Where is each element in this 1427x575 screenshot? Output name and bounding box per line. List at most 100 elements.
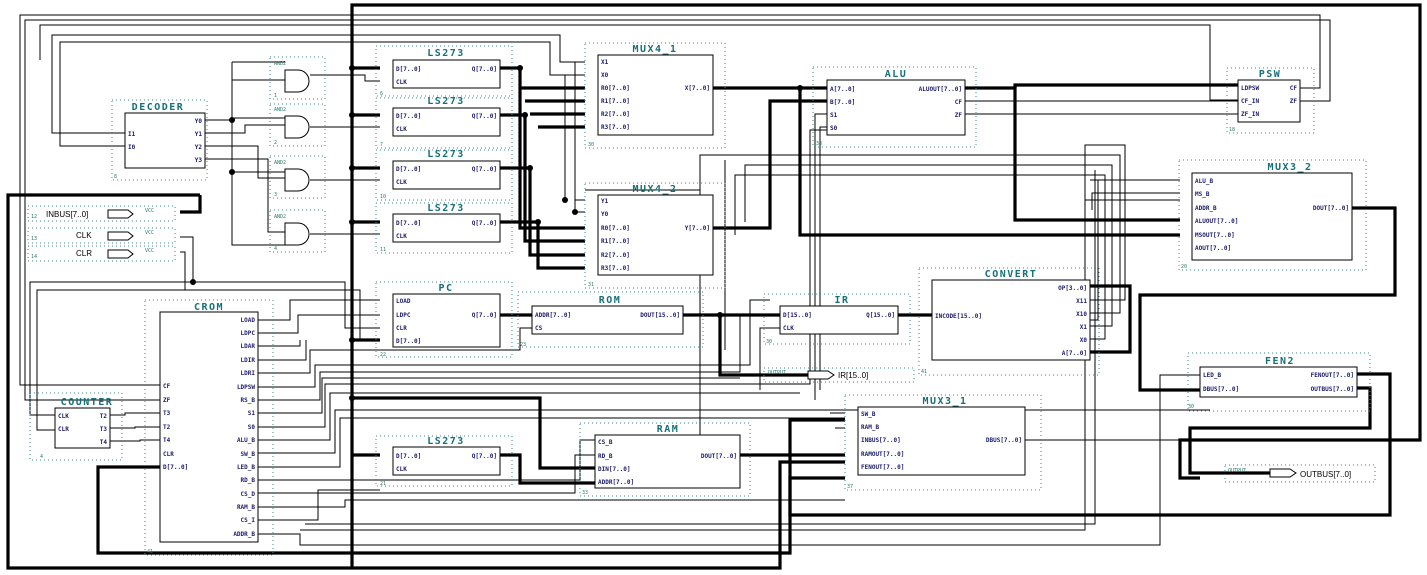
instance-number: 33	[816, 141, 822, 147]
pc-block[interactable]: PC LOAD LDPC CLR D[7..0] Q[7..0] 22	[380, 283, 501, 358]
psw-block[interactable]: PSW LDPSW CF_IN ZF_IN CF ZF 18	[1229, 69, 1301, 133]
pin-label: ALU_B	[1195, 178, 1213, 185]
pin-label: R3[7..0]	[601, 265, 630, 272]
gate-label: AND2	[274, 61, 286, 67]
ls273-register-e[interactable]: LS273 D[7..0] CLK Q[7..0] 21	[380, 436, 501, 487]
pin-label: LDPSW	[1241, 85, 1259, 92]
pin-label: RAMOUT[7..0]	[861, 451, 904, 458]
pin-label: T3	[100, 426, 108, 433]
pin-label: CLK	[396, 233, 407, 240]
pin-label: CF	[163, 383, 171, 390]
instance-number: 33	[582, 490, 588, 496]
output-pin-ir[interactable]: OUTPUT IR[15..0]	[768, 370, 868, 380]
pin-label: CS_I	[241, 517, 256, 524]
ls273-register-c[interactable]: LS273 D[7..0] CLK Q[7..0] 10	[380, 149, 501, 200]
instance-number: 4	[40, 454, 43, 460]
pin-label: ADDR_B	[233, 531, 255, 538]
pin-label: R2[7..0]	[601, 252, 630, 259]
pin-label: DBUS[7..0]	[986, 437, 1022, 444]
pin-label: T4	[163, 437, 171, 444]
input-label: CLR	[76, 249, 92, 258]
decoder-block[interactable]: DECODER I1 I0 Y0 Y1 Y2 Y3 8	[114, 102, 206, 180]
module-title: LS273	[427, 436, 465, 447]
module-title: IR	[834, 295, 849, 306]
pin-label: LDPC	[241, 330, 256, 337]
input-pin-inbus[interactable]: INBUS[7..0] VCC 12	[31, 208, 154, 220]
pin-label: SW_B	[861, 411, 876, 418]
instance-number: 41	[147, 549, 153, 555]
input-tag: VCC	[145, 248, 154, 254]
pin-label: R0[7..0]	[601, 225, 630, 232]
and-gate[interactable]: AND2 4	[274, 214, 310, 252]
input-pin-clr[interactable]: CLR VCC 14	[31, 248, 154, 260]
and-gate[interactable]: AND2 3	[274, 160, 310, 198]
and-gate[interactable]: AND2 1	[274, 61, 310, 99]
pin-label: FENOUT[7..0]	[861, 464, 904, 471]
and-gate[interactable]: AND2 2	[274, 107, 310, 146]
mux4-1-block[interactable]: MUX4_1 X1 X0 R0[7..0] R1[7..0] R2[7..0] …	[588, 44, 714, 148]
gate-inst: 4	[274, 246, 277, 252]
module-title: RAM	[657, 424, 680, 435]
module-title: PC	[438, 283, 453, 294]
alu-block[interactable]: ALU A[7..0] B[7..0] S1 S0 ALUOUT[7..0] C…	[816, 69, 966, 147]
pin-label: DBUS[7..0]	[1203, 386, 1239, 393]
pin-label: ALU_B	[237, 437, 255, 444]
pin-label: OP[3..0]	[1058, 285, 1087, 292]
output-tag: OUTPUT	[1228, 468, 1246, 474]
pin-label: Y3	[195, 157, 203, 164]
mux3-2-block[interactable]: MUX3_2 ALU_B MS_B ADDR_B ALUOUT[7..0] MS…	[1181, 162, 1353, 270]
pin-label: LOAD	[396, 298, 411, 305]
pin-label: DIN[7..0]	[598, 466, 631, 473]
pin-label: Y[7..0]	[685, 225, 710, 232]
pin-label: D[7..0]	[396, 453, 421, 460]
counter-block[interactable]: COUNTER CLK CLR T2 T3 T4 4	[40, 397, 113, 460]
instance-number: 23	[520, 342, 526, 348]
input-tag: VCC	[145, 230, 154, 236]
instance-borders	[27, 42, 1376, 556]
output-label: OUTBUS[7..0]	[1300, 470, 1351, 479]
input-pin-clk[interactable]: CLK VCC 13	[31, 230, 154, 242]
pin-label: X1	[1080, 324, 1088, 331]
fen2-block[interactable]: FEN2 LED_B DBUS[7..0] FENOUT[7..0] OUTBU…	[1188, 356, 1358, 410]
rom-block[interactable]: ROM ADDR[7..0] CS DOUT[15..0] 23	[520, 295, 684, 348]
gate-inst: 2	[274, 140, 277, 146]
pin-label: I1	[128, 131, 136, 138]
pin-label: ALUOUT[7..0]	[919, 86, 962, 93]
ls273-register-d[interactable]: LS273 D[7..0] CLK Q[7..0] 11	[380, 203, 501, 253]
module-title: LS273	[427, 203, 465, 214]
pin-label: DOUT[7..0]	[701, 453, 737, 460]
output-pin-outbus[interactable]: OUTPUT OUTBUS[7..0]	[1228, 468, 1351, 479]
gate-label: AND2	[274, 107, 286, 113]
ls273-register-a[interactable]: LS273 D[7..0] CLK Q[7..0] 6	[380, 48, 501, 97]
module-title: COUNTER	[61, 397, 114, 408]
output-label: IR[15..0]	[838, 371, 868, 380]
input-label: CLK	[76, 231, 92, 240]
module-title: DECODER	[132, 102, 185, 113]
ir-block[interactable]: IR D[15..0] CLK Q[15..0] 30	[766, 295, 899, 345]
pin-label: RAM_B	[237, 504, 255, 511]
pin-label: S0	[830, 125, 838, 132]
ls273-register-b[interactable]: LS273 D[7..0] CLK Q[7..0] 7	[380, 96, 501, 148]
pin-label: ZF_IN	[1241, 111, 1259, 118]
instance-number: 30	[588, 142, 594, 148]
pin-label: T2	[100, 413, 108, 420]
bus-wires	[6, 3, 1422, 570]
pin-label: X11	[1076, 298, 1087, 305]
pin-label: CLK	[396, 79, 407, 86]
pin-label: DOUT[15..0]	[640, 312, 680, 319]
ram-block[interactable]: RAM CS_B RD_B DIN[7..0] ADDR[7..0] DOUT[…	[582, 424, 741, 496]
pin-label: D[7..0]	[396, 113, 421, 120]
mux4-2-block[interactable]: MUX4_2 Y1 Y0 R0[7..0] R1[7..0] R2[7..0] …	[588, 184, 714, 288]
crom-block[interactable]: CROM CF ZF T3 T2 T4 CLR D[7..0] LOAD LDP…	[147, 302, 259, 555]
pin-label: RAM_B	[861, 424, 879, 431]
pin-label: CLK	[783, 325, 794, 332]
pin-label: MS_B	[1195, 191, 1210, 198]
pin-label: LDRI	[241, 370, 256, 377]
mux3-1-block[interactable]: MUX3_1 SW_B RAM_B INBUS[7..0] RAMOUT[7..…	[847, 396, 1026, 490]
pin-label: Y0	[601, 211, 609, 218]
instance-number: 37	[847, 484, 853, 490]
convert-block[interactable]: CONVERT INCODE[15..0] OP[3..0] X11 X10 X…	[921, 269, 1091, 375]
pin-label: CLR	[396, 325, 407, 332]
pin-label: X0	[601, 72, 609, 79]
